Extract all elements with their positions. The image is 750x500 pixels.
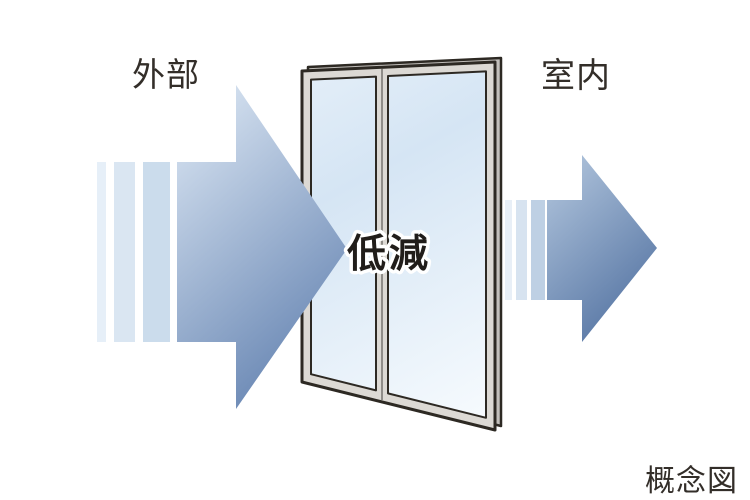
interior-sound-trail-stripe bbox=[531, 200, 545, 300]
window-glass-right-pane bbox=[387, 70, 487, 419]
reduction-label: 低減 bbox=[347, 232, 431, 277]
caption-label: 概念図 bbox=[645, 464, 738, 499]
exterior-noise-trail-stripe bbox=[143, 162, 170, 342]
interior-sound-arrow-shape bbox=[547, 155, 657, 342]
interior-sound-arrow bbox=[505, 155, 657, 342]
exterior-label: 外部 bbox=[132, 55, 200, 94]
exterior-noise-arrow-shape bbox=[177, 85, 347, 409]
interior-sound-trail-stripe bbox=[516, 200, 527, 300]
interior-label: 室内 bbox=[541, 56, 611, 96]
exterior-noise-trail-stripe bbox=[114, 162, 135, 342]
exterior-noise-arrow bbox=[97, 85, 347, 409]
interior-sound-trail-stripe bbox=[505, 200, 512, 300]
exterior-noise-trail-stripe bbox=[97, 162, 106, 342]
